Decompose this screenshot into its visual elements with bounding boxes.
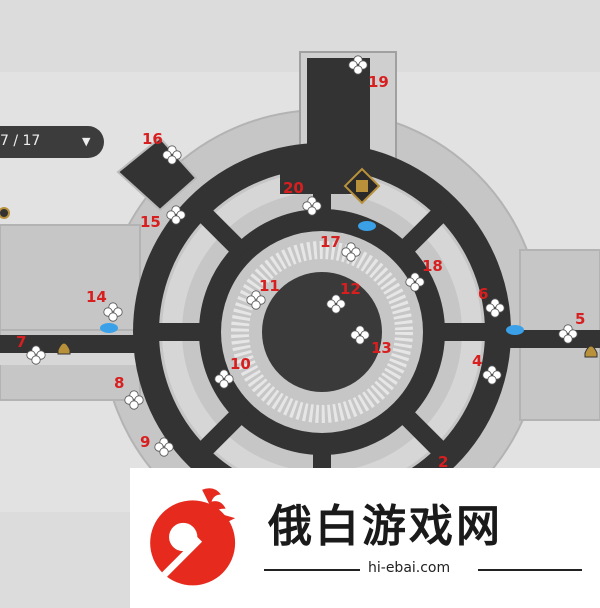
watermark-line-left [264, 569, 360, 571]
clover-icon[interactable] [214, 369, 234, 389]
marker-label: 9 [140, 433, 151, 451]
waypoint-icon [343, 167, 381, 205]
watermark: 俄白游戏网 hi-ebai.com [130, 468, 600, 608]
marker-label: 11 [259, 277, 280, 295]
teleport-points [100, 221, 524, 335]
marker-label: 18 [422, 257, 443, 275]
rooster-logo [150, 488, 236, 586]
marker-label: 4 [472, 352, 483, 370]
clover-icon[interactable] [26, 345, 46, 365]
watermark-title: 俄白游戏网 [268, 501, 503, 552]
counter-text: 7 / 17 [0, 133, 41, 149]
building-16 [116, 136, 198, 212]
marker-label: 17 [320, 233, 341, 251]
marker-label: 6 [478, 285, 489, 303]
marker-label: 13 [371, 339, 392, 357]
clover-icon[interactable] [558, 324, 578, 344]
marker-label: 12 [340, 280, 361, 298]
watermark-url: hi-ebai.com [368, 560, 451, 576]
marker-label: 14 [86, 288, 107, 306]
clover-icon[interactable] [166, 205, 186, 225]
marker-label: 10 [230, 355, 251, 373]
clover-icon[interactable] [103, 302, 123, 322]
marker-label: 16 [142, 130, 163, 148]
clover-icon[interactable] [341, 242, 361, 262]
clover-icon[interactable] [405, 272, 425, 292]
marker-label: 7 [16, 333, 27, 351]
clover-icon[interactable] [482, 365, 502, 385]
building-19 [307, 58, 370, 150]
inner-core [262, 272, 382, 392]
chevron-down-icon[interactable]: ▼ [82, 135, 91, 148]
collectible-counter[interactable]: 7 / 17 ▼ [0, 126, 104, 158]
bell-icons [57, 342, 598, 358]
clover-icon[interactable] [154, 437, 174, 457]
clover-icon[interactable] [124, 390, 144, 410]
marker-label: 2 [438, 453, 449, 471]
marker-label: 8 [114, 374, 125, 392]
clover-icon[interactable] [162, 145, 182, 165]
clover-icon[interactable] [348, 55, 368, 75]
marker-label: 19 [368, 73, 389, 91]
clover-icon[interactable] [350, 325, 370, 345]
clover-icon[interactable] [326, 294, 346, 314]
clover-icon[interactable] [246, 290, 266, 310]
clover-icon[interactable] [302, 196, 322, 216]
marker-label: 5 [575, 310, 586, 328]
marker-label: 20 [283, 179, 304, 197]
clover-icon[interactable] [485, 298, 505, 318]
marker-label: 15 [140, 213, 161, 231]
watermark-line-right [478, 569, 582, 571]
